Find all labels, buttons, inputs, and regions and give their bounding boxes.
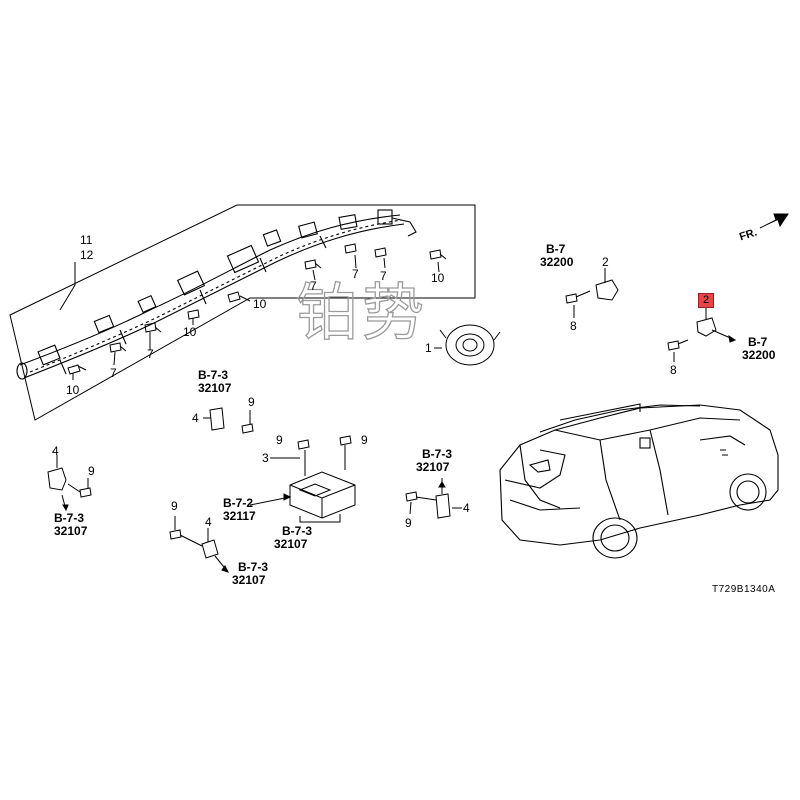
impact-sensor-drawing-bottom <box>169 516 229 573</box>
bolt-drawings <box>67 243 447 380</box>
reference-callout-e[interactable]: B-7-2 32117 <box>223 497 256 523</box>
reference-code: 32107 <box>54 524 88 538</box>
reference-callout-g[interactable]: B-7-3 32107 <box>232 561 268 587</box>
reference-section: B-7 <box>546 242 566 256</box>
reference-code: 32107 <box>416 460 450 474</box>
curtain-airbag-frame-box <box>9 204 476 421</box>
bolt-label-10a: 10 <box>66 383 80 397</box>
reference-section: B-7-3 <box>422 447 453 461</box>
bolt-label-9f: 9 <box>405 516 412 530</box>
bolt-label-7c: 7 <box>310 279 317 293</box>
part-number-3: 3 <box>262 451 269 465</box>
curtain-airbag-drawing <box>16 209 417 380</box>
bolt-label-9e: 9 <box>171 499 178 513</box>
reference-callout-f[interactable]: B-7-3 32107 <box>274 525 312 551</box>
part-number-4-right: 4 <box>463 501 470 515</box>
reference-section: B-7-3 <box>198 368 229 382</box>
part-number-4-bottom: 4 <box>205 515 212 529</box>
impact-sensor-drawing-left <box>47 455 92 512</box>
bolt-label-10c: 10 <box>253 297 267 311</box>
reference-code: 32200 <box>540 255 574 269</box>
clock-spring-drawing <box>434 324 501 366</box>
part-number-2-top: 2 <box>602 255 609 269</box>
bolt-label-9b: 9 <box>276 433 283 447</box>
part-number-12: 12 <box>80 248 94 262</box>
part-number-4-left: 4 <box>52 444 59 458</box>
reference-callout-h[interactable]: B-7-3 32107 <box>416 448 452 474</box>
reference-code: 32117 <box>223 509 256 523</box>
bolt-label-10b: 10 <box>183 325 197 339</box>
bolt-label-9a: 9 <box>248 395 255 409</box>
impact-sensor-drawing-right <box>405 478 462 519</box>
reference-callout-a[interactable]: B-7 32200 <box>540 243 573 269</box>
reference-code: 32200 <box>742 348 776 362</box>
bolt-label-8-right: 8 <box>670 363 677 377</box>
reference-code: 32107 <box>232 573 266 587</box>
watermark-text: 铂势 <box>295 275 429 349</box>
reference-section: B-7-2 <box>223 496 254 510</box>
vehicle-drawing <box>499 403 779 559</box>
bolt-label-7e: 7 <box>380 269 387 283</box>
bolt-label-10d: 10 <box>431 271 445 285</box>
reference-section: B-7-3 <box>54 511 85 525</box>
reference-code: 32107 <box>274 537 308 551</box>
part-number-11: 11 <box>80 233 93 247</box>
side-sensor-drawing-right <box>667 308 737 362</box>
part-number-4-upper: 4 <box>192 411 199 425</box>
bolt-label-9d: 9 <box>88 464 95 478</box>
reference-callout-d[interactable]: B-7-3 32107 <box>40 512 87 538</box>
reference-section: B-7-3 <box>238 560 269 574</box>
part-number-2-highlighted: 2 <box>698 293 714 308</box>
reference-callout-c[interactable]: B-7-3 32107 <box>198 369 231 395</box>
bolt-label-7a: 7 <box>110 366 117 380</box>
reference-callout-b[interactable]: B-7 32200 <box>742 336 775 362</box>
side-sensor-drawing-top <box>565 268 619 318</box>
reference-section: B-7 <box>748 335 768 349</box>
bolt-label-9c: 9 <box>361 433 368 447</box>
srs-unit-drawing <box>249 435 356 523</box>
bolt-label-8-top: 8 <box>570 319 577 333</box>
part-number-1: 1 <box>425 341 432 355</box>
diagram-code: T729B1340A <box>712 584 776 595</box>
bolt-label-7d: 7 <box>352 267 359 281</box>
front-direction-arrow <box>759 213 789 229</box>
reference-section: B-7-3 <box>282 524 313 538</box>
impact-sensor-drawing-left-upper <box>203 407 254 434</box>
bolt-label-7b: 7 <box>147 347 154 361</box>
reference-code: 32107 <box>198 381 232 395</box>
